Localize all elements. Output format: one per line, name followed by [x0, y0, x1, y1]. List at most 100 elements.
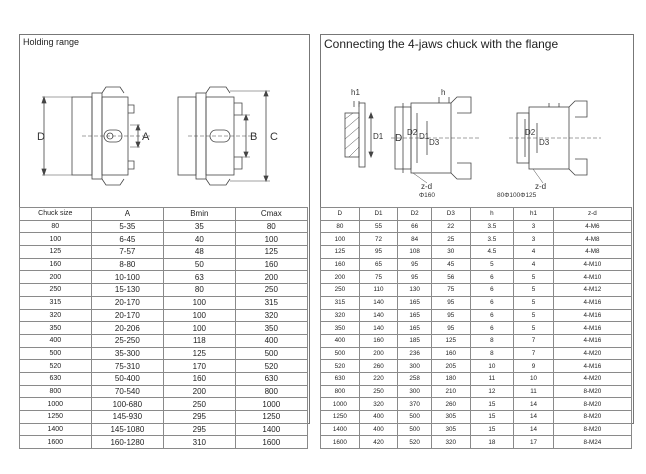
table-cell: 7: [513, 346, 554, 361]
table-cell: 130: [397, 283, 432, 297]
table-cell: 6: [469, 295, 515, 310]
table-cell: 160: [320, 257, 360, 272]
table-cell: 75: [358, 270, 399, 285]
table-cell: 165: [397, 321, 432, 335]
table-cell: 5: [513, 321, 554, 335]
dim-b-label: B: [250, 131, 257, 143]
table-cell: 110: [358, 283, 399, 297]
table-cell: 8-M20: [552, 410, 633, 424]
d-label: D: [395, 133, 402, 144]
table-cell: 125: [431, 333, 471, 348]
table-cell: 4-M20: [552, 371, 633, 386]
table-cell: 800: [19, 384, 92, 399]
column-header: Chuck size: [19, 207, 92, 221]
dim-a-label: A: [142, 131, 150, 143]
d1-label-left: D1: [373, 132, 384, 141]
table-cell: 30: [431, 245, 471, 259]
table-cell: 4.5: [469, 245, 515, 259]
table-cell: 4-M16: [552, 308, 633, 323]
table-cell: 14: [513, 410, 554, 424]
table-cell: 320: [234, 308, 309, 323]
table-cell: 100: [163, 295, 236, 310]
table-cell: 160: [431, 346, 471, 361]
table-cell: 3: [513, 232, 554, 247]
table-cell: 310: [163, 435, 236, 450]
table-cell: 100: [163, 321, 236, 335]
table-cell: 4-M16: [552, 321, 633, 335]
table-cell: 320: [320, 308, 360, 323]
table-cell: 320: [431, 435, 471, 450]
table-cell: 400: [19, 333, 92, 348]
table-cell: 8-80: [90, 257, 165, 272]
table-cell: 8: [469, 333, 515, 348]
table-cell: 100: [234, 232, 309, 247]
table-cell: 315: [19, 295, 92, 310]
table-cell: 160: [234, 257, 309, 272]
d1-label: D1: [419, 132, 430, 141]
table-cell: 1400: [19, 422, 92, 437]
table-cell: 140: [358, 321, 399, 335]
table-cell: 160-1280: [90, 435, 165, 450]
table-cell: 95: [431, 295, 471, 310]
table-cell: 3.5: [469, 232, 515, 247]
table-cell: 6: [469, 283, 515, 297]
table-cell: 100: [163, 308, 236, 323]
table-cell: 160: [358, 333, 399, 348]
table-cell: 630: [320, 371, 360, 386]
table-cell: 10-100: [90, 270, 165, 285]
table-cell: 145-1080: [90, 422, 165, 437]
table-cell: 350: [234, 321, 309, 335]
table-cell: 8-M24: [552, 435, 633, 450]
column-header: Bmin: [163, 207, 236, 221]
table-cell: 12: [469, 384, 515, 399]
table-cell: 145-930: [90, 410, 165, 424]
table-cell: 400: [234, 333, 309, 348]
table-cell: 200: [358, 346, 399, 361]
holding-range-panel: Holding range: [19, 34, 310, 450]
table-cell: 95: [397, 257, 432, 272]
table-cell: 6: [469, 270, 515, 285]
table-cell: 7: [513, 333, 554, 348]
table-cell: 500: [397, 410, 432, 424]
table-cell: 236: [397, 346, 432, 361]
table-cell: 520: [320, 359, 360, 373]
table-cell: 4-M8: [552, 232, 633, 247]
table-cell: 5: [513, 295, 554, 310]
table-cell: 260: [358, 359, 399, 373]
table-cell: 140: [358, 308, 399, 323]
table-cell: 17: [513, 435, 554, 450]
table-cell: 1400: [320, 422, 360, 437]
table-cell: 1250: [320, 410, 360, 424]
d2-label: D2: [407, 128, 418, 137]
table-cell: 258: [397, 371, 432, 386]
h-label: h: [441, 88, 445, 97]
table-cell: 4: [513, 245, 554, 259]
table-cell: 520: [19, 359, 92, 373]
column-header: D: [320, 207, 360, 221]
table-cell: 72: [358, 232, 399, 247]
table-cell: 1250: [234, 410, 309, 424]
table-cell: 50-400: [90, 371, 165, 386]
table-cell: 55: [358, 219, 399, 234]
table-cell: 4-M20: [552, 346, 633, 361]
table-cell: 100: [19, 232, 92, 247]
table-cell: 1250: [19, 410, 92, 424]
